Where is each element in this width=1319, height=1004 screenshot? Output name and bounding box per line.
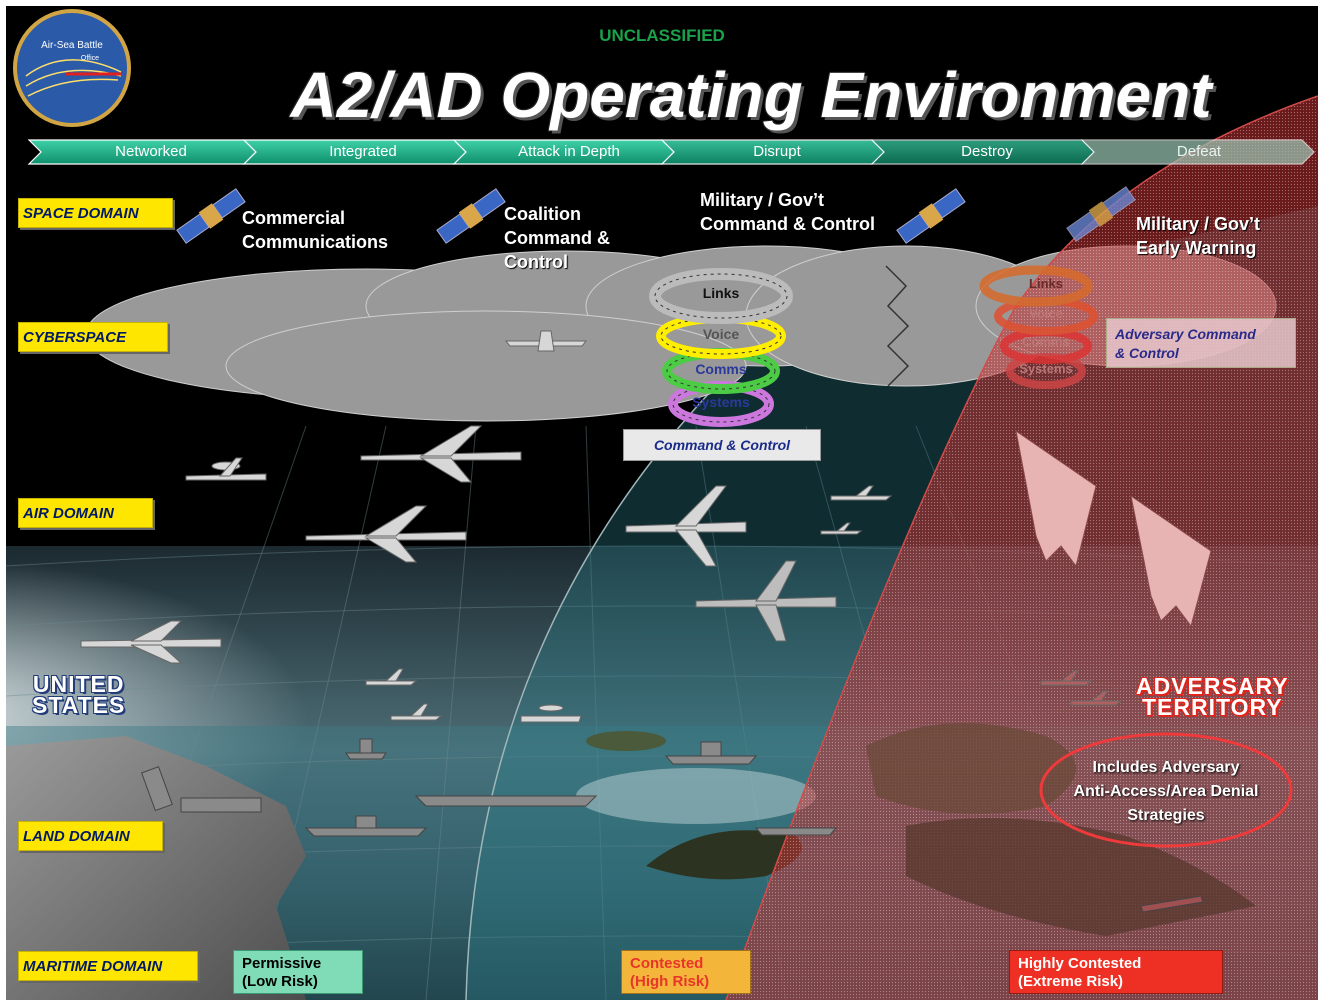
united-states-label: UNITED STATES [32, 671, 126, 718]
bomber-icon [305, 505, 467, 563]
stage-disrupt: Disrupt [753, 143, 801, 160]
adversary-ring-stack [979, 265, 1098, 389]
adv-ring-label-links: Links [1029, 276, 1063, 291]
a2ad-strategies-text: Includes Adversary Anti-Access/Area Deni… [1073, 759, 1259, 824]
adv-ring-label-systems: Systems [1019, 361, 1073, 376]
stage-attack-in-depth: Attack in Depth [518, 143, 620, 160]
cargo-plane-icon [80, 620, 222, 664]
adversary-territory-label: ADVERSARY TERRITORY [1136, 673, 1289, 720]
domain-label-cyberspace: CYBERSPACE [18, 322, 168, 352]
fighter-jet-icon [1070, 690, 1123, 706]
vehicle-icon [141, 766, 173, 812]
svg-text:Air-Sea Battle: Air-Sea Battle [41, 40, 103, 51]
stage-arrows [27, 139, 1315, 165]
satellite-icon [436, 188, 506, 244]
domain-label-maritime: MARITIME DOMAIN [18, 951, 198, 981]
svg-text:Office: Office [81, 55, 99, 62]
page-title: A2/AD Operating Environment [290, 59, 1212, 131]
air-sea-battle-logo: Air-Sea Battle Office [13, 9, 131, 127]
uav-icon [504, 330, 588, 352]
classification-banner: UNCLASSIFIED [599, 26, 725, 45]
bomber-icon [360, 425, 522, 483]
island [586, 731, 666, 751]
adv-ring-label-comms: Comms [1022, 334, 1070, 349]
satellite-icon [1066, 186, 1136, 242]
shoal [576, 768, 816, 824]
fighter-jet-icon [830, 485, 893, 501]
submarine-icon [1140, 895, 1204, 913]
ship-icon [304, 815, 428, 837]
ship-icon [754, 827, 838, 836]
stage-defeat: Defeat [1176, 143, 1222, 160]
bomber-icon [695, 560, 837, 642]
label-coalition-c2: Coalition Command & Control [504, 204, 611, 272]
awacs-icon [185, 457, 267, 481]
fighter-jet-icon [1040, 670, 1093, 686]
stage-networked: Networked [115, 143, 187, 160]
satellite-icon [896, 188, 966, 244]
label-early-warning: Military / Gov’t Early Warning [1136, 214, 1261, 258]
fighter-jet-icon [365, 668, 418, 686]
ring-label-links: Links [702, 285, 740, 301]
ship-icon [664, 741, 758, 765]
submarine-icon [345, 738, 387, 760]
risk-highly-contested: Highly Contested (Extreme Risk) [1009, 950, 1223, 994]
stage-integrated: Integrated [329, 143, 397, 160]
satellite-icon [176, 188, 246, 244]
domain-label-space: SPACE DOMAIN [18, 198, 173, 228]
c2-ring-stack [649, 268, 793, 427]
fighter-jet-icon [820, 522, 863, 535]
tanker-icon [625, 485, 747, 567]
slide: Air-Sea Battle Office [6, 6, 1318, 1000]
ring-label-systems: Systems [692, 394, 750, 410]
adv-ring-label-voice: Voice [1029, 306, 1063, 321]
domain-label-land: LAND DOMAIN [18, 821, 163, 851]
fighter-jet-icon [390, 703, 443, 721]
cyber-divide [885, 265, 910, 387]
vehicle-icon [180, 797, 262, 813]
a2ad-ring [1039, 732, 1293, 848]
ship-icon [414, 795, 598, 807]
risk-contested: Contested (High Risk) [621, 950, 751, 994]
risk-permissive: Permissive (Low Risk) [233, 950, 363, 994]
adversary-land [866, 723, 1076, 814]
island [646, 830, 802, 880]
label-military-c2: Military / Gov’t Command & Control [700, 190, 875, 234]
adversary-command-control-box: Adversary Command & Control [1106, 318, 1296, 368]
awacs-icon [520, 704, 582, 723]
domain-label-air: AIR DOMAIN [18, 498, 153, 528]
ring-label-voice: Voice [702, 326, 740, 342]
stage-destroy: Destroy [961, 143, 1013, 160]
stealth-bomber-icon [1015, 429, 1212, 628]
ring-label-comms: Comms [695, 361, 747, 377]
label-commercial-communications: Commercial Communications [242, 208, 389, 252]
scene-background: Air-Sea Battle Office [6, 9, 1318, 1000]
command-control-box: Command & Control [623, 429, 821, 461]
